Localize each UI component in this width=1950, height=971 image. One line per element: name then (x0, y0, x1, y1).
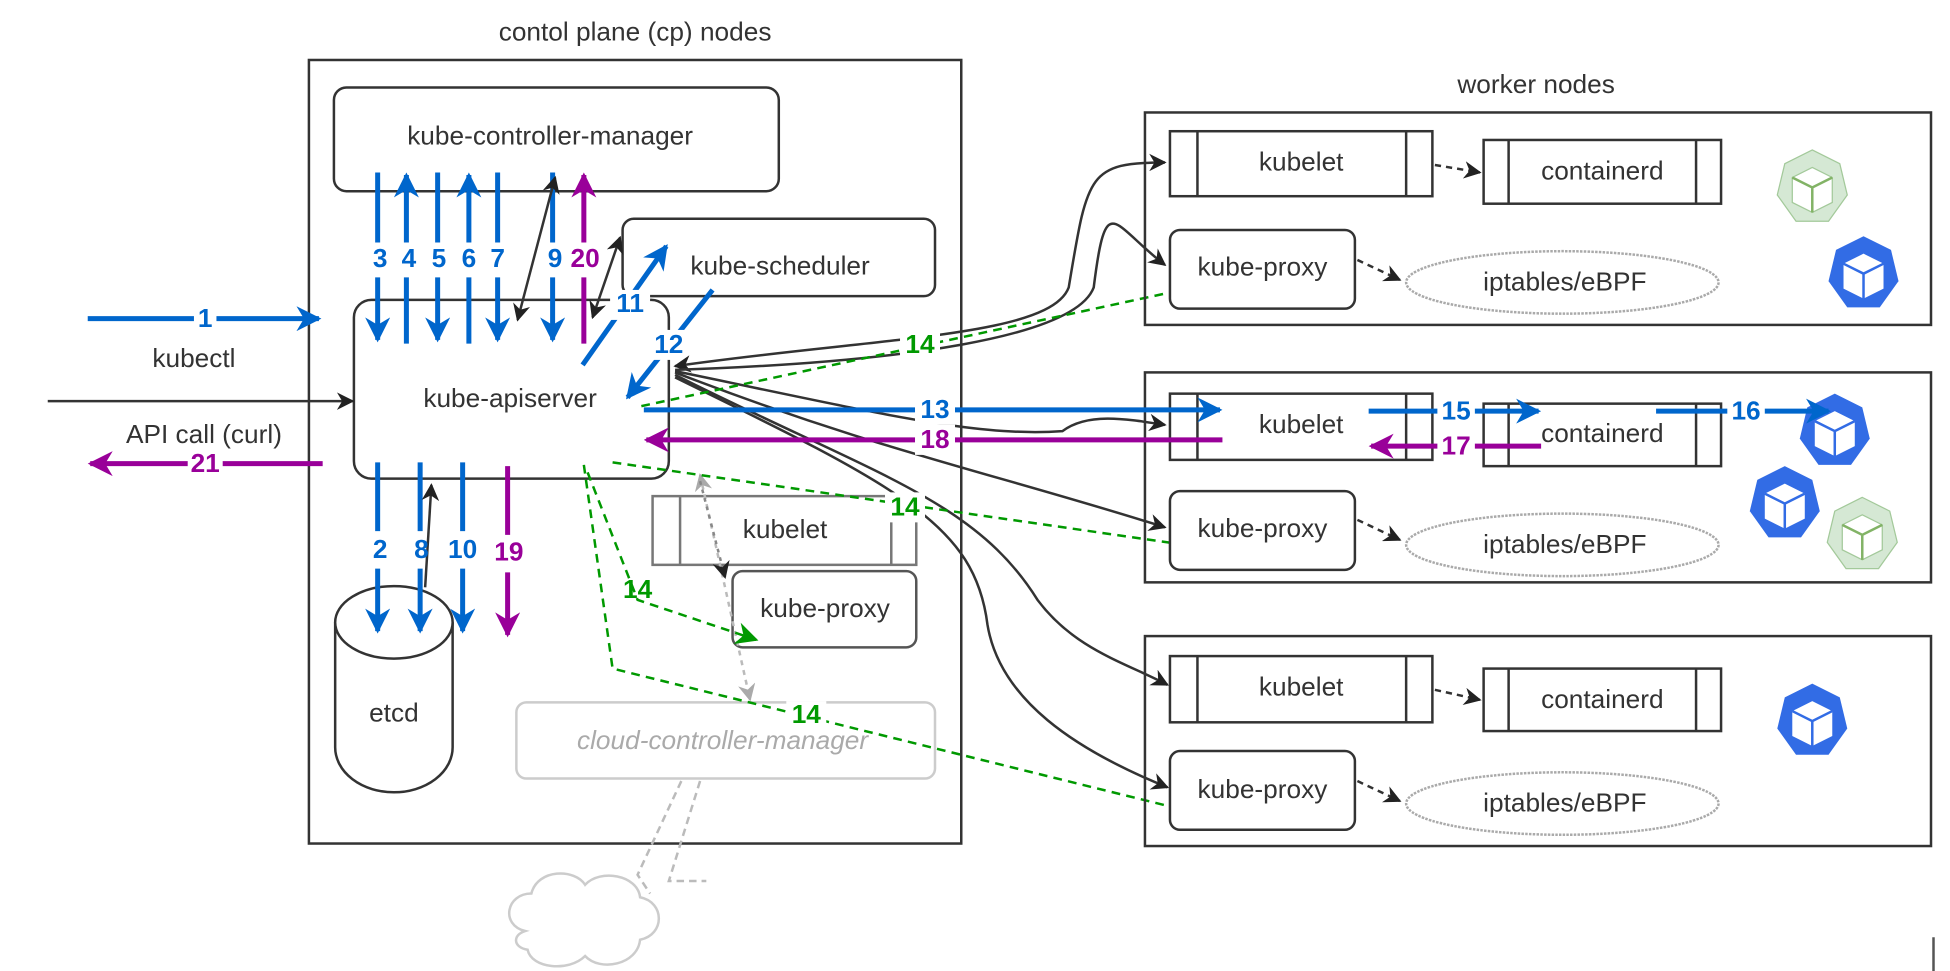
step-9-label: 9 (548, 243, 563, 273)
pending-pod-icon (1826, 496, 1899, 570)
etcd-arrows (365, 462, 521, 638)
pending-pod-icon (1776, 148, 1849, 223)
containerd-label: containerd (1541, 155, 1664, 185)
worker-node-1: kubelet containerd kube-proxy iptables/e… (1143, 111, 1933, 327)
arrow-step-14-cp-proxy (586, 471, 759, 645)
apiserver-ccm-link (694, 473, 756, 702)
kubectl-label: kubectl (152, 343, 235, 373)
worker-node-2: kubelet containerd kube-proxy iptables/e… (1143, 371, 1933, 584)
step-13-label: 13 (920, 394, 949, 424)
containerd-label: containerd (1541, 684, 1664, 714)
control-plane-title: contol plane (cp) nodes (499, 17, 772, 47)
controller-manager-arrows (365, 172, 624, 344)
kubelet-label: kubelet (1259, 409, 1344, 439)
containerd-label: containerd (1541, 418, 1664, 448)
step-16-label: 16 (1731, 395, 1760, 425)
cloud-link (636, 780, 683, 895)
arrow-step-14-worker1-proxy (641, 280, 1196, 408)
pod-icon (1827, 234, 1900, 309)
kube-proxy-label: kube-proxy (1198, 252, 1329, 282)
step-20-label: 20 (571, 243, 600, 273)
pod-icon (1748, 464, 1822, 539)
step-17-label: 17 (1442, 430, 1471, 460)
step-18-label: 18 (920, 424, 949, 454)
kubelet-label: kubelet (1259, 147, 1344, 177)
kube-controller-manager-label: kube-controller-manager (407, 120, 693, 150)
cp-kube-proxy-label: kube-proxy (760, 593, 891, 623)
cp-kubelet-label: kubelet (743, 514, 828, 544)
kube-proxy-label: kube-proxy (1198, 774, 1329, 804)
step-3-label: 3 (373, 243, 388, 273)
step-5-label: 5 (432, 243, 447, 273)
cloud-controller-manager-box[interactable] (515, 701, 937, 780)
step-14-label: 14 (905, 329, 935, 359)
kube-proxy-label: kube-proxy (1198, 513, 1329, 543)
api-call-label: API call (curl) (126, 419, 282, 449)
etcd-label: etcd (369, 698, 419, 728)
step-4-label: 4 (402, 243, 417, 273)
kube-scheduler-label: kube-scheduler (690, 250, 870, 280)
step-8-label: 8 (414, 534, 429, 564)
control-plane-box (307, 58, 963, 845)
worker-nodes-title: worker nodes (1456, 69, 1614, 99)
kube-apiserver-box[interactable] (352, 298, 671, 480)
cloud-link (667, 780, 707, 883)
step-10-label: 10 (448, 534, 477, 564)
step-1-label: 1 (198, 303, 213, 333)
worker-node-3: kubelet containerd kube-proxy iptables/e… (1143, 634, 1933, 848)
step-7-label: 7 (490, 243, 505, 273)
step-12-label: 12 (654, 329, 683, 359)
step-11-label: 11 (616, 288, 644, 318)
etcd-cylinder[interactable] (333, 584, 454, 794)
pod-icon (1776, 682, 1849, 757)
step-2-label: 2 (373, 534, 388, 564)
iptables-label: iptables/eBPF (1483, 529, 1646, 559)
cloud-icon (508, 872, 661, 968)
kubelet-label: kubelet (1259, 672, 1344, 702)
arrow-step-14-worker3-proxy (582, 464, 1196, 819)
pod-icon (1798, 392, 1872, 467)
step-14-label: 14 (890, 492, 920, 522)
step-19-label: 19 (494, 537, 523, 567)
step-14-label: 14 (623, 574, 653, 604)
iptables-label: iptables/eBPF (1483, 788, 1646, 818)
step-14-label: 14 (792, 699, 822, 729)
step-6-label: 6 (462, 243, 477, 273)
step-15-label: 15 (1442, 395, 1471, 425)
kube-apiserver-label: kube-apiserver (423, 383, 597, 413)
step-21-label: 21 (191, 448, 220, 478)
iptables-label: iptables/eBPF (1483, 267, 1646, 297)
